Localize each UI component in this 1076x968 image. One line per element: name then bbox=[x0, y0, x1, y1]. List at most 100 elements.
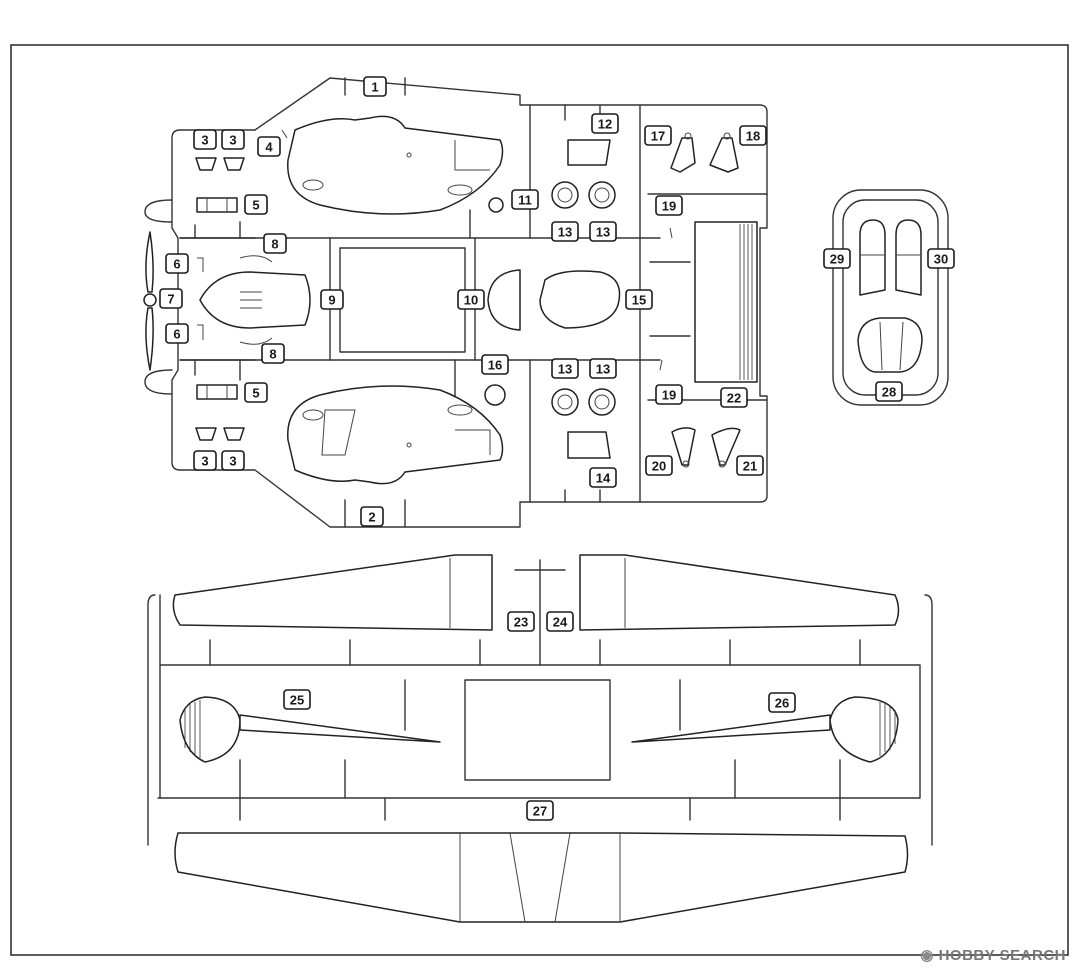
label-6b: 6 bbox=[165, 323, 189, 344]
part-25-gear-fairing bbox=[179, 696, 441, 763]
part-13-wheels bbox=[551, 181, 616, 416]
svg-text:21: 21 bbox=[743, 459, 757, 474]
svg-text:30: 30 bbox=[934, 252, 948, 267]
svg-text:13: 13 bbox=[558, 225, 572, 240]
lower-sprue-frame bbox=[147, 559, 933, 846]
label-5a: 5 bbox=[244, 194, 268, 215]
svg-text:3: 3 bbox=[201, 133, 208, 148]
label-17: 17 bbox=[644, 125, 672, 146]
label-14: 14 bbox=[589, 467, 617, 488]
svg-text:23: 23 bbox=[514, 615, 528, 630]
svg-text:29: 29 bbox=[830, 252, 844, 267]
svg-text:7: 7 bbox=[167, 292, 174, 307]
label-9: 9 bbox=[320, 289, 344, 310]
svg-text:2: 2 bbox=[368, 510, 375, 525]
part-23-wing-upper-left bbox=[172, 554, 493, 631]
canopy-sprue bbox=[832, 189, 949, 406]
svg-text:3: 3 bbox=[229, 454, 236, 469]
label-24: 24 bbox=[546, 611, 574, 632]
part-6-struts bbox=[197, 257, 204, 340]
svg-text:3: 3 bbox=[201, 454, 208, 469]
hobby-search-logo-icon: ◉ bbox=[920, 947, 934, 964]
svg-text:3: 3 bbox=[229, 133, 236, 148]
part-19-links bbox=[659, 227, 673, 371]
label-13d: 13 bbox=[589, 358, 617, 379]
label-13a: 13 bbox=[551, 221, 579, 242]
svg-text:8: 8 bbox=[269, 347, 276, 362]
svg-text:17: 17 bbox=[651, 129, 665, 144]
watermark-text: HOBBY SEARCH bbox=[938, 947, 1066, 964]
svg-text:14: 14 bbox=[596, 471, 611, 486]
label-25: 25 bbox=[283, 689, 311, 710]
label-26: 26 bbox=[768, 692, 796, 713]
part-8-rods bbox=[239, 255, 273, 345]
label-2: 2 bbox=[360, 506, 384, 527]
hobby-search-watermark: ◉ HOBBY SEARCH bbox=[920, 946, 1066, 964]
label-12: 12 bbox=[591, 113, 619, 134]
part-5-small-panels bbox=[196, 197, 238, 400]
svg-text:27: 27 bbox=[533, 804, 547, 819]
label-13c: 13 bbox=[551, 358, 579, 379]
part-26-gear-fairing bbox=[631, 696, 899, 763]
svg-text:6: 6 bbox=[173, 327, 180, 342]
label-7: 7 bbox=[159, 288, 183, 309]
label-22: 22 bbox=[720, 387, 748, 408]
label-13b: 13 bbox=[589, 221, 617, 242]
svg-text:13: 13 bbox=[596, 362, 610, 377]
label-29: 29 bbox=[823, 248, 851, 269]
svg-text:6: 6 bbox=[173, 257, 180, 272]
label-16: 16 bbox=[481, 354, 509, 375]
part-4-antenna bbox=[281, 129, 288, 139]
label-8a: 8 bbox=[263, 233, 287, 254]
diagram-frame bbox=[10, 44, 1069, 956]
svg-text:10: 10 bbox=[464, 293, 478, 308]
label-19a: 19 bbox=[655, 195, 683, 216]
svg-text:25: 25 bbox=[290, 693, 304, 708]
svg-text:18: 18 bbox=[746, 129, 760, 144]
svg-text:20: 20 bbox=[652, 459, 666, 474]
svg-text:22: 22 bbox=[727, 391, 741, 406]
label-27: 27 bbox=[526, 800, 554, 821]
svg-text:9: 9 bbox=[328, 293, 335, 308]
part-22-radiator bbox=[694, 221, 758, 383]
svg-text:5: 5 bbox=[252, 386, 259, 401]
svg-text:1: 1 bbox=[371, 80, 378, 95]
svg-text:5: 5 bbox=[252, 198, 259, 213]
part-2-fuselage-half bbox=[287, 385, 504, 485]
label-1: 1 bbox=[363, 76, 387, 97]
part-11-wheel bbox=[488, 197, 504, 213]
label-11: 11 bbox=[511, 189, 539, 210]
part-15-canopy bbox=[539, 270, 621, 329]
svg-text:12: 12 bbox=[598, 117, 612, 132]
label-21: 21 bbox=[736, 455, 764, 476]
label-18: 18 bbox=[739, 125, 767, 146]
label-3a: 3 bbox=[193, 129, 217, 150]
part-1-fuselage-half bbox=[287, 115, 504, 215]
part-17-18-legs bbox=[670, 132, 739, 173]
svg-text:19: 19 bbox=[662, 388, 676, 403]
svg-text:19: 19 bbox=[662, 199, 676, 214]
svg-text:26: 26 bbox=[775, 696, 789, 711]
part-10-panel bbox=[339, 247, 466, 353]
svg-text:24: 24 bbox=[553, 615, 568, 630]
label-5b: 5 bbox=[244, 382, 268, 403]
svg-text:13: 13 bbox=[558, 362, 572, 377]
part-3-small-windows bbox=[195, 157, 245, 441]
svg-text:4: 4 bbox=[265, 140, 273, 155]
part-7-propeller bbox=[143, 231, 157, 371]
svg-text:13: 13 bbox=[596, 225, 610, 240]
part-16-seat bbox=[484, 269, 521, 406]
part-12-plate bbox=[567, 139, 611, 166]
label-3b: 3 bbox=[221, 129, 245, 150]
svg-text:8: 8 bbox=[271, 237, 278, 252]
label-6a: 6 bbox=[165, 253, 189, 274]
part-20-21-legs bbox=[671, 427, 741, 468]
label-3c: 3 bbox=[193, 450, 217, 471]
svg-text:11: 11 bbox=[518, 193, 532, 208]
label-30: 30 bbox=[927, 248, 955, 269]
label-19b: 19 bbox=[655, 384, 683, 405]
part-27-lower-wing bbox=[174, 832, 909, 923]
svg-text:15: 15 bbox=[632, 293, 646, 308]
part-14-plate bbox=[567, 431, 611, 459]
label-23: 23 bbox=[507, 611, 535, 632]
